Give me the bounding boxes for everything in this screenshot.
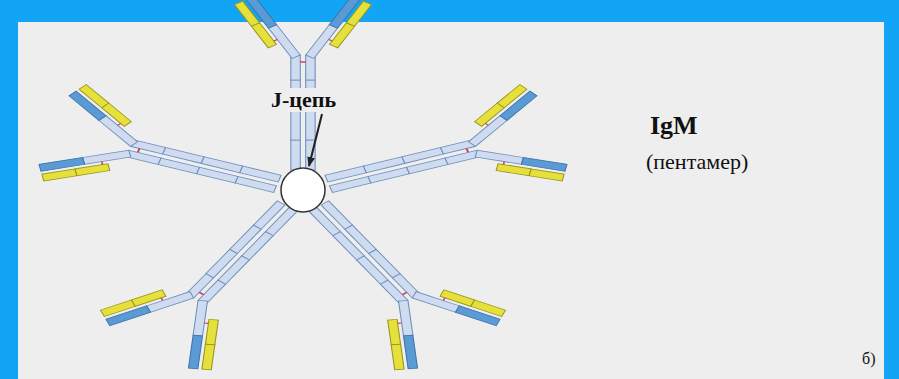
monomer-arm: [33, 82, 299, 232]
molecule-name: IgM: [650, 112, 698, 141]
part-label: J-цепь: [268, 88, 339, 112]
panel-letter: б): [862, 350, 875, 368]
monomer-arm: [235, 0, 372, 170]
background-panel: [18, 22, 884, 379]
pentamer-arms: [33, 0, 573, 377]
monomer-arm: [308, 82, 574, 232]
molecule-form: (пентамер): [646, 150, 748, 174]
leader-arrow: [309, 114, 322, 166]
j-chain-circle: [281, 168, 325, 212]
